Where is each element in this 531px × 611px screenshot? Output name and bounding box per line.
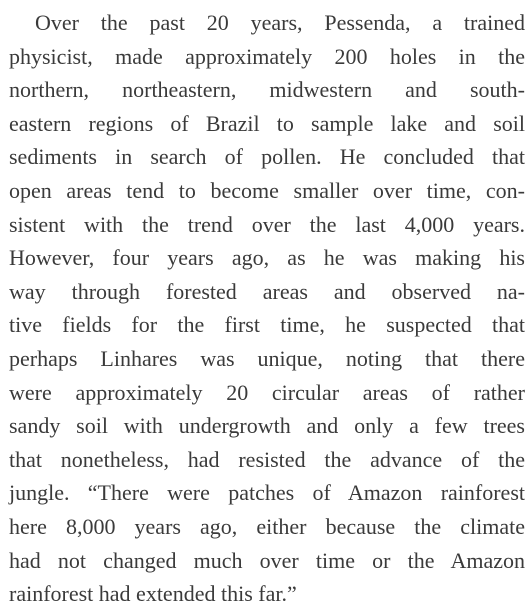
text-line: tive fields for the first time, he suspe… <box>9 312 525 338</box>
text-line: here 8,000 years ago, either because the… <box>9 513 525 539</box>
text-line: rainforest had extended this far.” <box>9 581 297 607</box>
text-line: open areas tend to become smaller over t… <box>9 177 525 203</box>
text-line: However, four years ago, as he was makin… <box>9 245 525 271</box>
text-line: eastern regions of Brazil to sample lake… <box>9 110 525 136</box>
article-body: Over the past 20 years, Pessenda, a trai… <box>9 6 525 611</box>
text-line: sandy soil with undergrowth and only a f… <box>9 413 525 439</box>
text-line: way through forested areas and observed … <box>9 278 525 304</box>
text-line: were approximately 20 circular areas of … <box>9 379 525 405</box>
text-line: that nonetheless, had resisted the advan… <box>9 446 525 472</box>
text-line: sediments in search of pollen. He conclu… <box>9 144 525 170</box>
text-line: had not changed much over time or the Am… <box>9 547 525 573</box>
text-line: perhaps Linhares was unique, noting that… <box>9 345 525 371</box>
text-line: jungle. “There were patches of Amazon ra… <box>9 480 525 506</box>
text-line: Over the past 20 years, Pessenda, a trai… <box>35 10 525 35</box>
text-line: physicist, made approximately 200 holes … <box>9 43 525 69</box>
text-line: northern, northeastern, midwestern and s… <box>9 77 525 103</box>
text-line: sistent with the trend over the last 4,0… <box>9 211 525 237</box>
